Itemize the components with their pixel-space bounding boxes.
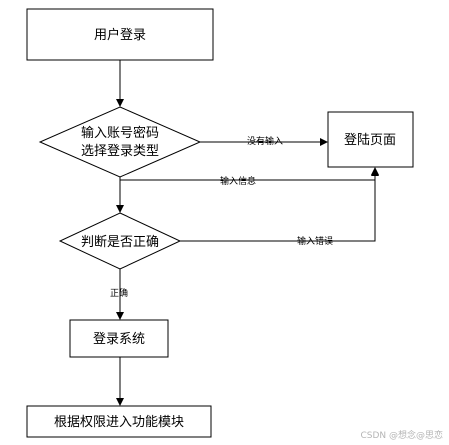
login-page-label: 登陆页面 <box>344 132 396 148</box>
login-page-box <box>327 111 414 168</box>
edge-label-no-input: 没有输入 <box>247 135 283 147</box>
edge-label-input-info: 输入信息 <box>220 175 256 187</box>
input-credentials-diamond <box>38 106 202 178</box>
check-correct-label: 判断是否正确 <box>81 235 159 250</box>
input-credentials-label-line1: 输入账号密码 <box>81 125 159 141</box>
enter-modules-label: 根据权限进入功能模块 <box>54 414 184 430</box>
user-login-label: 用户登录 <box>94 27 146 43</box>
edge-label-correct: 正确 <box>110 287 128 299</box>
edge-check-to-login-page <box>180 168 379 242</box>
enter-modules-box <box>26 405 212 438</box>
login-system-box <box>69 319 169 358</box>
edge-label-input-error: 输入错误 <box>297 235 333 247</box>
login-system-label: 登录系统 <box>93 332 145 347</box>
user-login-box <box>26 8 214 61</box>
watermark: CSDN @想念@思恋 <box>360 429 443 441</box>
input-credentials-label-line2: 选择登录类型 <box>81 144 159 159</box>
